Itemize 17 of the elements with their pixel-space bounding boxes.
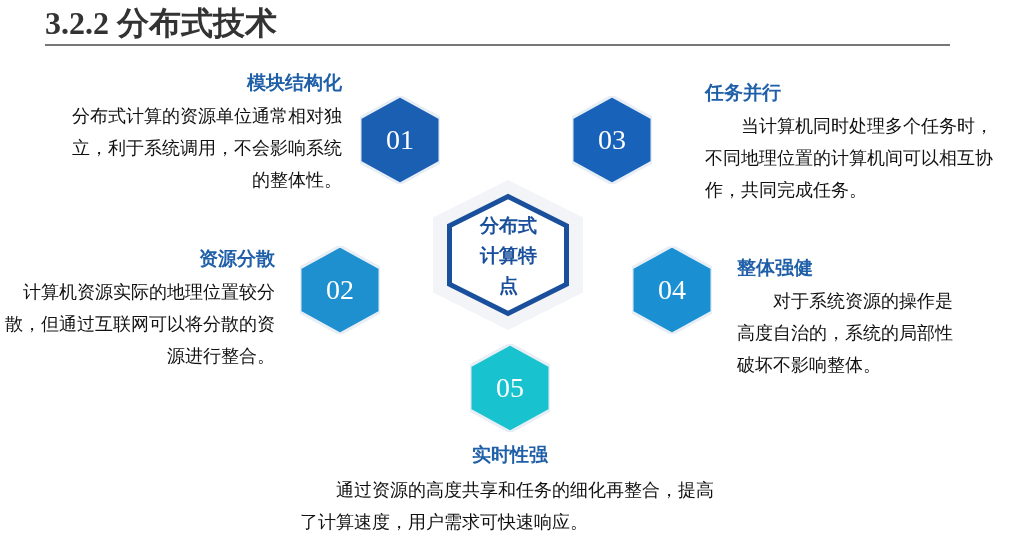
step-number: 04 — [657, 274, 687, 306]
section-heading: 资源分散 — [198, 246, 275, 271]
description-text: 分布式计算的资源单位通常相对独立，利于系统调用，不会影响系统的整体性。 — [71, 104, 342, 192]
section-heading: 实时性强 — [471, 442, 549, 467]
description-text: 对于系统资源的操作是高度自治的，系统的局部性破坏不影响整体。 — [737, 289, 954, 377]
step-number: 03 — [597, 124, 627, 156]
section-heading: 模块结构化 — [245, 70, 342, 95]
section-heading: 任务并行 — [705, 80, 782, 105]
step-number: 01 — [385, 124, 415, 156]
section-heading: 整体强健 — [737, 255, 814, 280]
step-number: 05 — [495, 372, 525, 404]
page-title: 3.2.2 分布式技术 — [45, 4, 277, 43]
description-text: 通过资源的高度共享和任务的细化再整合，提高了计算速度，用户需求可快速响应。 — [300, 478, 715, 534]
center-label: 分布式计算特点 — [478, 213, 538, 298]
description-text: 当计算机同时处理多个任务时，不同地理位置的计算机间可以相互协作，共同完成任务。 — [705, 114, 994, 202]
description-text: 计算机资源实际的地理位置较分散，但通过互联网可以将分散的资源进行整合。 — [4, 280, 275, 368]
step-number: 02 — [325, 274, 355, 306]
